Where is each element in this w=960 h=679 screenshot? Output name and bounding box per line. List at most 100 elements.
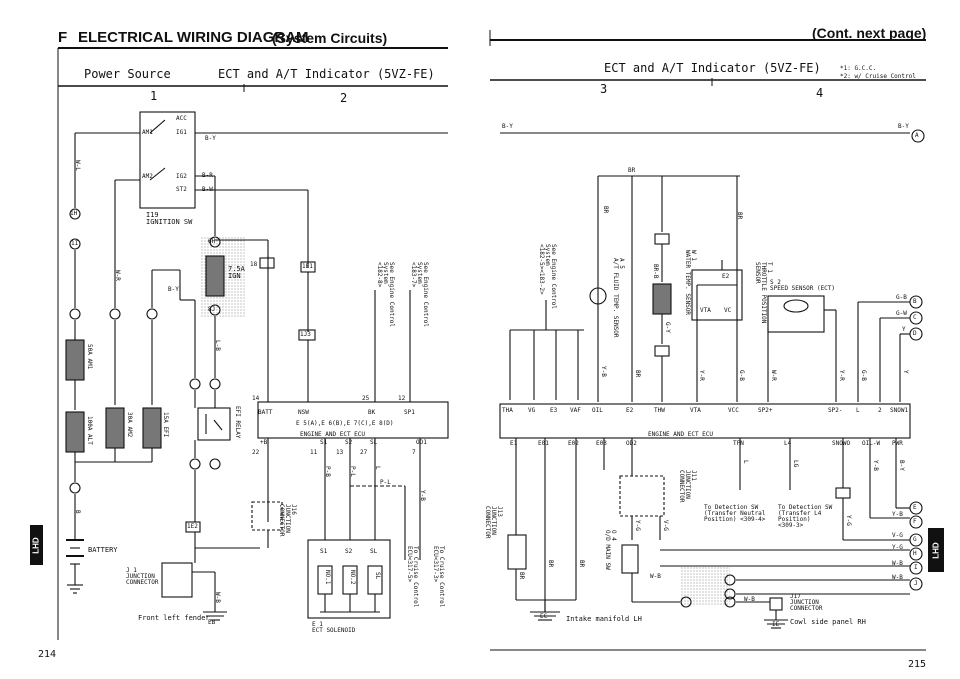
fuse-alt-label: 100A ALT xyxy=(86,416,93,445)
ecu-pin-e02: E02 xyxy=(568,440,579,447)
ecu-pin-oil-w: OIL-W xyxy=(862,440,881,447)
ecu-pin-pwr: PWR xyxy=(892,440,903,447)
ground-eb-location: Front left fender xyxy=(138,614,210,622)
ecu-pin-tfn: TFN xyxy=(733,440,744,447)
wire-p-l: P-L xyxy=(349,466,356,477)
j1-junction-connector-label: J 1 JUNCTION CONNECTOR xyxy=(126,567,159,586)
wire-right-y-b: Y-B xyxy=(892,511,903,518)
ect-solenoid-label: E 1 ECT SOLENOID xyxy=(312,621,356,634)
wire-right-w-b-sw: W-B xyxy=(650,573,661,580)
conn-1e1: 1E1 xyxy=(302,263,313,270)
column-number-3: 3 xyxy=(600,82,608,96)
fuse-am2-label: 30A AM2 xyxy=(126,412,133,438)
ecu-pin-vaf: VAF xyxy=(570,407,581,414)
ecu-pin-e1: E1 xyxy=(510,440,518,447)
wire-right-g-y: G-Y xyxy=(664,322,671,333)
wire-right-v-g: V-G xyxy=(892,532,903,539)
pin-22: 22 xyxy=(252,449,260,456)
ign-term-ig1: IG1 xyxy=(176,129,187,136)
ecu-pin-oil: OIL xyxy=(592,407,603,414)
wire-w-l: W-L xyxy=(74,160,81,171)
see-engine-control-2: See Engine Control System <183-7> xyxy=(410,262,429,328)
section-letter: F xyxy=(58,29,68,46)
wire-b: B xyxy=(74,510,81,514)
see-engine-control-1: See Engine Control System <182-8> xyxy=(376,262,395,328)
edge-label-c: C xyxy=(913,314,917,321)
ground-eb: EB xyxy=(208,619,216,626)
wire-right-b-y-start: B-Y xyxy=(502,123,513,130)
conn-1i: 1I xyxy=(71,240,79,247)
column-number-4: 4 xyxy=(816,86,824,100)
wire-right-g-b-l: G-B xyxy=(860,370,867,381)
column-number-1: 1 xyxy=(150,89,158,103)
ign-term-st2: ST2 xyxy=(176,186,187,193)
j11-junction-connector-label: J11 JUNCTION CONNECTOR xyxy=(678,470,697,503)
ecu-pin-snow1: SNOW1 xyxy=(890,407,909,414)
footnote-2: *2: w/ Cruise Control xyxy=(840,73,916,80)
ign-term-ig2: IG2 xyxy=(176,173,187,180)
wire-right-y-b-oil: Y-B xyxy=(600,366,607,377)
wire-right-br-b: BR-B xyxy=(652,264,659,279)
battery-label: BATTERY xyxy=(88,546,118,554)
ecu-pin-sp1: SP1 xyxy=(404,409,415,416)
pin-25: 25 xyxy=(362,395,370,402)
wire-right-g-b-vcc: G-B xyxy=(738,370,745,381)
wire-right-y-g: Y-G xyxy=(892,544,903,551)
ign-term-am2: AM2 xyxy=(142,173,153,180)
ecu-pin-nsw: NSW xyxy=(298,409,309,416)
fuse-am1-label: 50A AM1 xyxy=(86,344,93,370)
to-cruise-control-2: To Cruise Control ECU<317-3> xyxy=(432,546,445,608)
wire-b-r: B-R xyxy=(202,172,213,179)
solenoid-no2: NO.2 xyxy=(349,570,356,585)
conn-1h: 1H xyxy=(70,210,78,217)
ecu-pin-batt: BATT xyxy=(258,409,273,416)
ecu-pin-thw: THW xyxy=(654,407,665,414)
ground-ie-location: Cowl side panel RH xyxy=(790,618,866,626)
solenoid-s1: S1 xyxy=(320,548,328,555)
water-temp-sensor-label: W 1 WATER TEMP. SENSOR xyxy=(684,250,697,316)
ecu-pin-sp2-plus: SP2+ xyxy=(758,407,773,414)
edge-label-g: G xyxy=(913,536,917,543)
wire-right-lg-l4: LG xyxy=(792,460,799,468)
wire-right-y-snow: Y xyxy=(902,370,909,374)
pin-27: 27 xyxy=(360,449,368,456)
ecu-pin-od2: OD2 xyxy=(626,440,637,447)
wire-p-b: P-B xyxy=(324,466,331,477)
wire-right-br-1: BR xyxy=(602,206,609,214)
conn-6h: 6H xyxy=(208,238,216,245)
ign-fuse-label: 7.5A IGN xyxy=(228,265,245,280)
throttle-position-sensor-label: T 1 THROTTLE POSITION SENSOR xyxy=(754,262,773,324)
solenoid-no1: NO.1 xyxy=(324,570,331,585)
ecu-pin-s2: S2 xyxy=(345,439,353,446)
to-cruise-control-1: To Cruise Control ECU<317-5> xyxy=(406,546,419,608)
wire-right-br-3: BR xyxy=(736,212,743,220)
page-subtitle: (System Circuits) xyxy=(272,30,388,46)
wire-y-b: Y-B xyxy=(419,490,426,501)
j17-junction-connector-label: J17 JUNCTION CONNECTOR xyxy=(790,593,823,612)
wire-right-br-e1: BR xyxy=(518,572,525,580)
page-title: ELECTRICAL WIRING DIAGRAM xyxy=(78,29,309,46)
wire-b-y-ig1: B-Y xyxy=(205,135,216,142)
wire-p-l-cruise: P-L xyxy=(380,479,391,486)
ecu-label-left: ENGINE AND ECT ECU xyxy=(300,431,366,438)
wire-right-y: Y xyxy=(902,326,906,333)
wire-l-b: L-B xyxy=(214,340,221,351)
header-system-name-right: ECT and A/T Indicator (5VZ-FE) xyxy=(604,61,821,75)
j13-junction-connector-label: J13 JUNCTION CONNECTOR xyxy=(484,506,503,539)
wire-right-y-b-oilw: Y-B xyxy=(872,460,879,471)
lhd-tab-right: LHD xyxy=(928,528,944,572)
wire-w-r: W-R xyxy=(114,270,121,281)
pin-7: 7 xyxy=(412,449,416,456)
see-engine-control-right: See Engine Control System <182-5><183-2> xyxy=(538,244,557,310)
wire-right-b-y-pwr: B-Y xyxy=(898,460,905,471)
wire-right-w-b-2: W-B xyxy=(892,574,903,581)
wire-right-b-y-end: B-Y xyxy=(898,123,909,130)
ecu-label-right: ENGINE AND ECT ECU xyxy=(648,431,714,438)
wire-l: L xyxy=(374,466,381,470)
edge-label-a: A xyxy=(915,132,919,139)
pin-11: 11 xyxy=(310,449,318,456)
ecu-pin-vg: VG xyxy=(528,407,536,414)
ign-term-am1: AM1 xyxy=(142,129,153,136)
lhd-tab-left: LHD xyxy=(30,525,43,565)
